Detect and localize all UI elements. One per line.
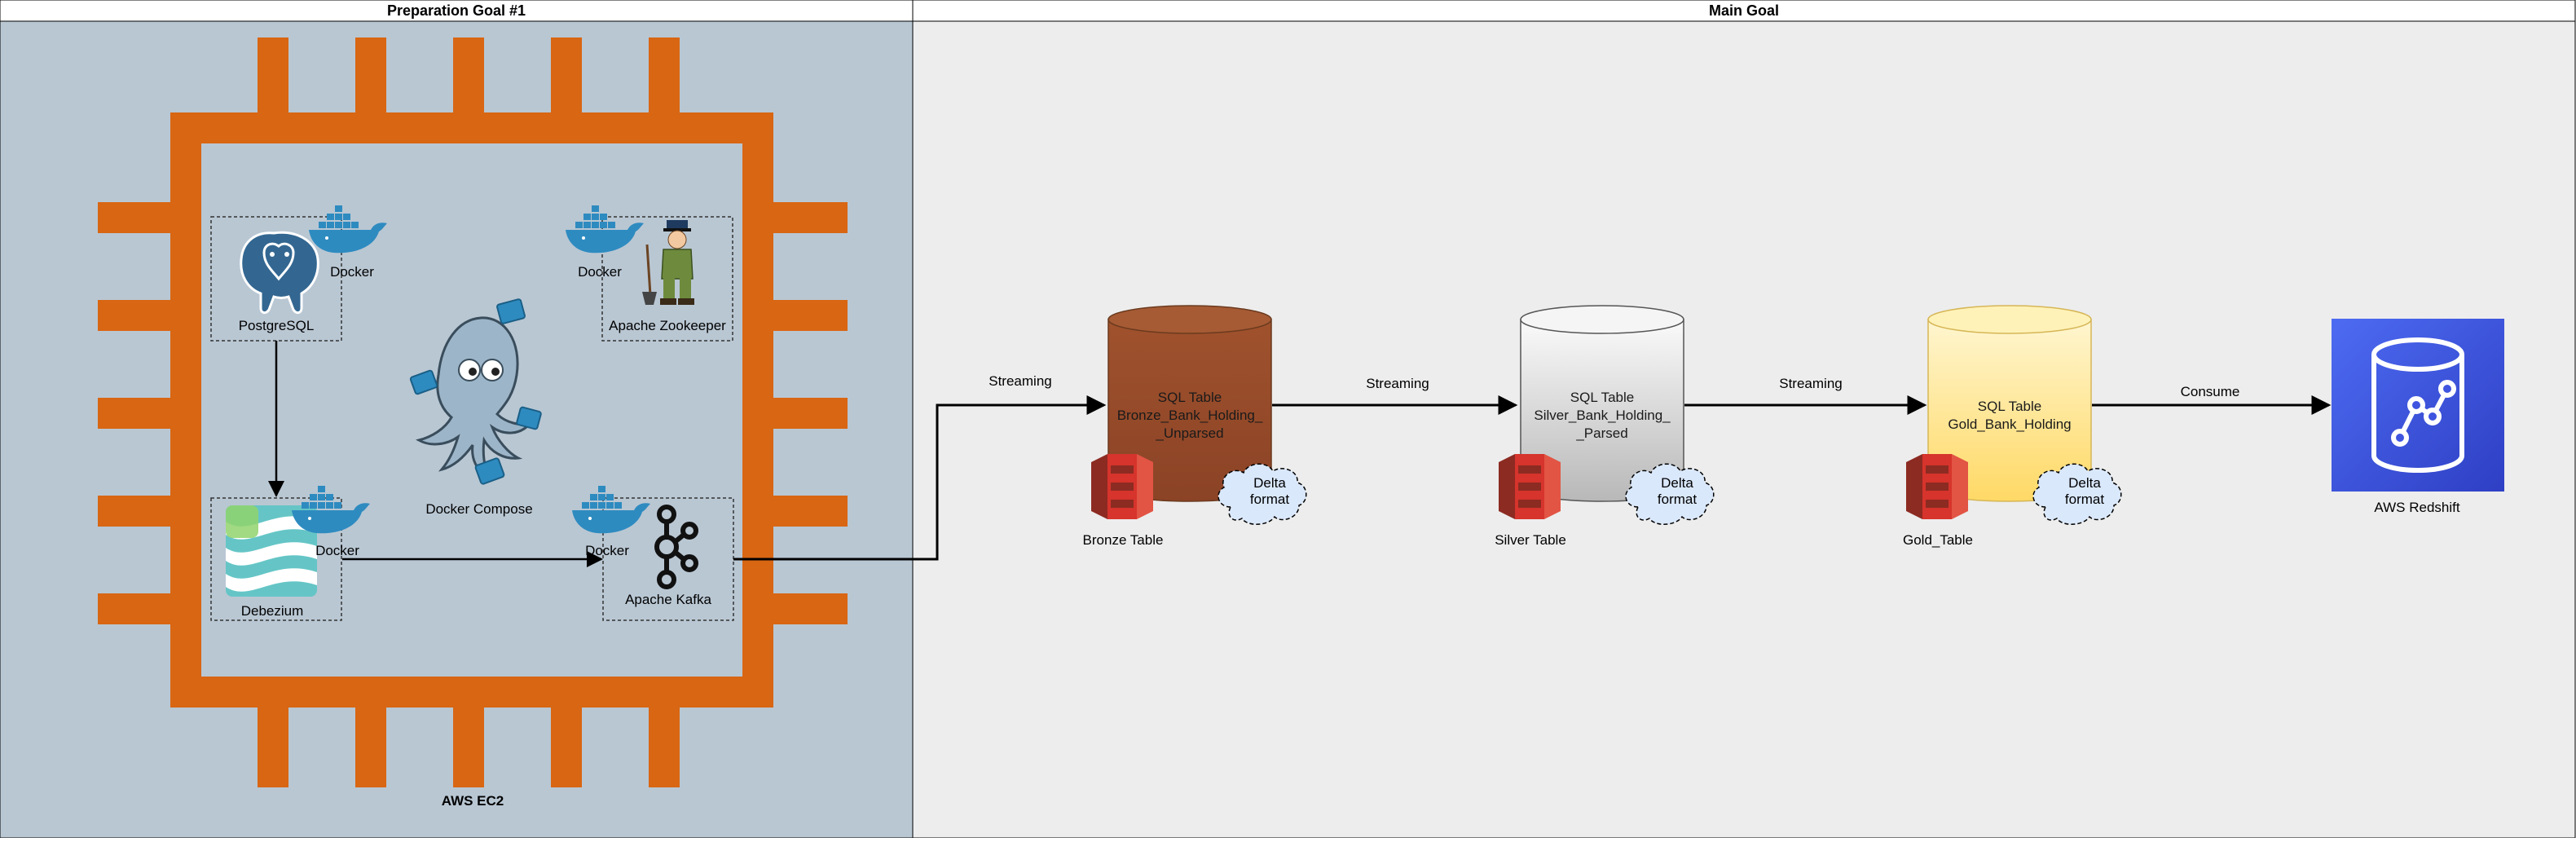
kafka-label: Apache Kafka	[625, 592, 711, 607]
gold-table-line1: SQL Table	[1978, 399, 2041, 414]
silver-table-line2: Silver_Bank_Holding_	[1534, 408, 1671, 423]
zookeeper-label: Apache Zookeeper	[609, 318, 726, 333]
silver-delta-cloud	[1625, 463, 1715, 525]
ec2-chip-pins	[98, 37, 848, 787]
silver-table-caption: Silver Table	[1495, 532, 1566, 548]
debezium-label: Debezium	[241, 603, 304, 619]
silver-delta-line2: format	[1658, 492, 1697, 507]
bronze-table-line1: SQL Table	[1158, 390, 1222, 405]
zookeeper-docker-label: Docker	[578, 264, 622, 280]
bronze-table-line2: Bronze_Bank_Holding_	[1117, 408, 1263, 423]
postgres-label: PostgreSQL	[239, 318, 315, 333]
bronze-delta-line1: Delta	[1253, 475, 1286, 491]
gold-delta-line1: Delta	[2068, 475, 2101, 491]
redshift-database-icon	[2371, 337, 2464, 473]
bronze-delta-cloud	[1218, 463, 1307, 525]
silver-to-gold-label: Streaming	[1779, 376, 1842, 391]
gold-delta-line2: format	[2065, 492, 2104, 507]
kafka-to-bronze-label: Streaming	[989, 373, 1051, 389]
bronze-table-caption: Bronze Table	[1083, 532, 1164, 548]
silver-table-line1: SQL Table	[1570, 390, 1634, 405]
silver-table-cylinder	[1520, 305, 1684, 502]
s3-bucket-icon	[1906, 454, 1968, 519]
silver-table-line3: _Parsed	[1575, 425, 1627, 441]
bronze-table-line3: _Unparsed	[1155, 425, 1223, 441]
left-panel-header	[0, 0, 914, 22]
gold-table-caption: Gold_Table	[1903, 532, 1973, 548]
debezium-logo-icon	[226, 505, 317, 597]
right-panel-header	[912, 0, 2576, 22]
debezium-container	[210, 497, 342, 621]
debezium-docker-label: Docker	[315, 543, 359, 558]
apache-kafka-icon	[654, 505, 698, 589]
kafka-docker-label: Docker	[585, 543, 629, 558]
silver-delta-line1: Delta	[1661, 475, 1693, 491]
bronze-table-cylinder	[1107, 305, 1272, 502]
postgres-docker-label: Docker	[330, 264, 374, 280]
redshift-label: AWS Redshift	[2374, 500, 2459, 515]
bronze-delta-line2: format	[1250, 492, 1289, 507]
docker-compose-label: Docker Compose	[425, 501, 532, 517]
gold-delta-cloud	[2032, 463, 2122, 525]
gold-to-redshift-label: Consume	[2181, 384, 2240, 399]
zookeeper-keeper-icon	[642, 220, 694, 305]
bronze-to-silver-label: Streaming	[1366, 376, 1429, 391]
s3-bucket-icon	[1091, 454, 1153, 519]
postgresql-elephant-icon	[240, 231, 319, 315]
left-panel-title: Preparation Goal #1	[387, 2, 526, 19]
gold-table-cylinder	[1927, 305, 2092, 502]
kafka-to-bronze-edge	[733, 395, 1107, 561]
s3-bucket-icon	[1499, 454, 1561, 519]
ec2-label: AWS EC2	[442, 793, 504, 809]
zookeeper-container	[601, 216, 733, 342]
right-panel-title: Main Goal	[1709, 2, 1779, 19]
gold-table-line2: Gold_Bank_Holding	[1948, 417, 2071, 432]
docker-compose-octopus-icon	[409, 298, 542, 485]
